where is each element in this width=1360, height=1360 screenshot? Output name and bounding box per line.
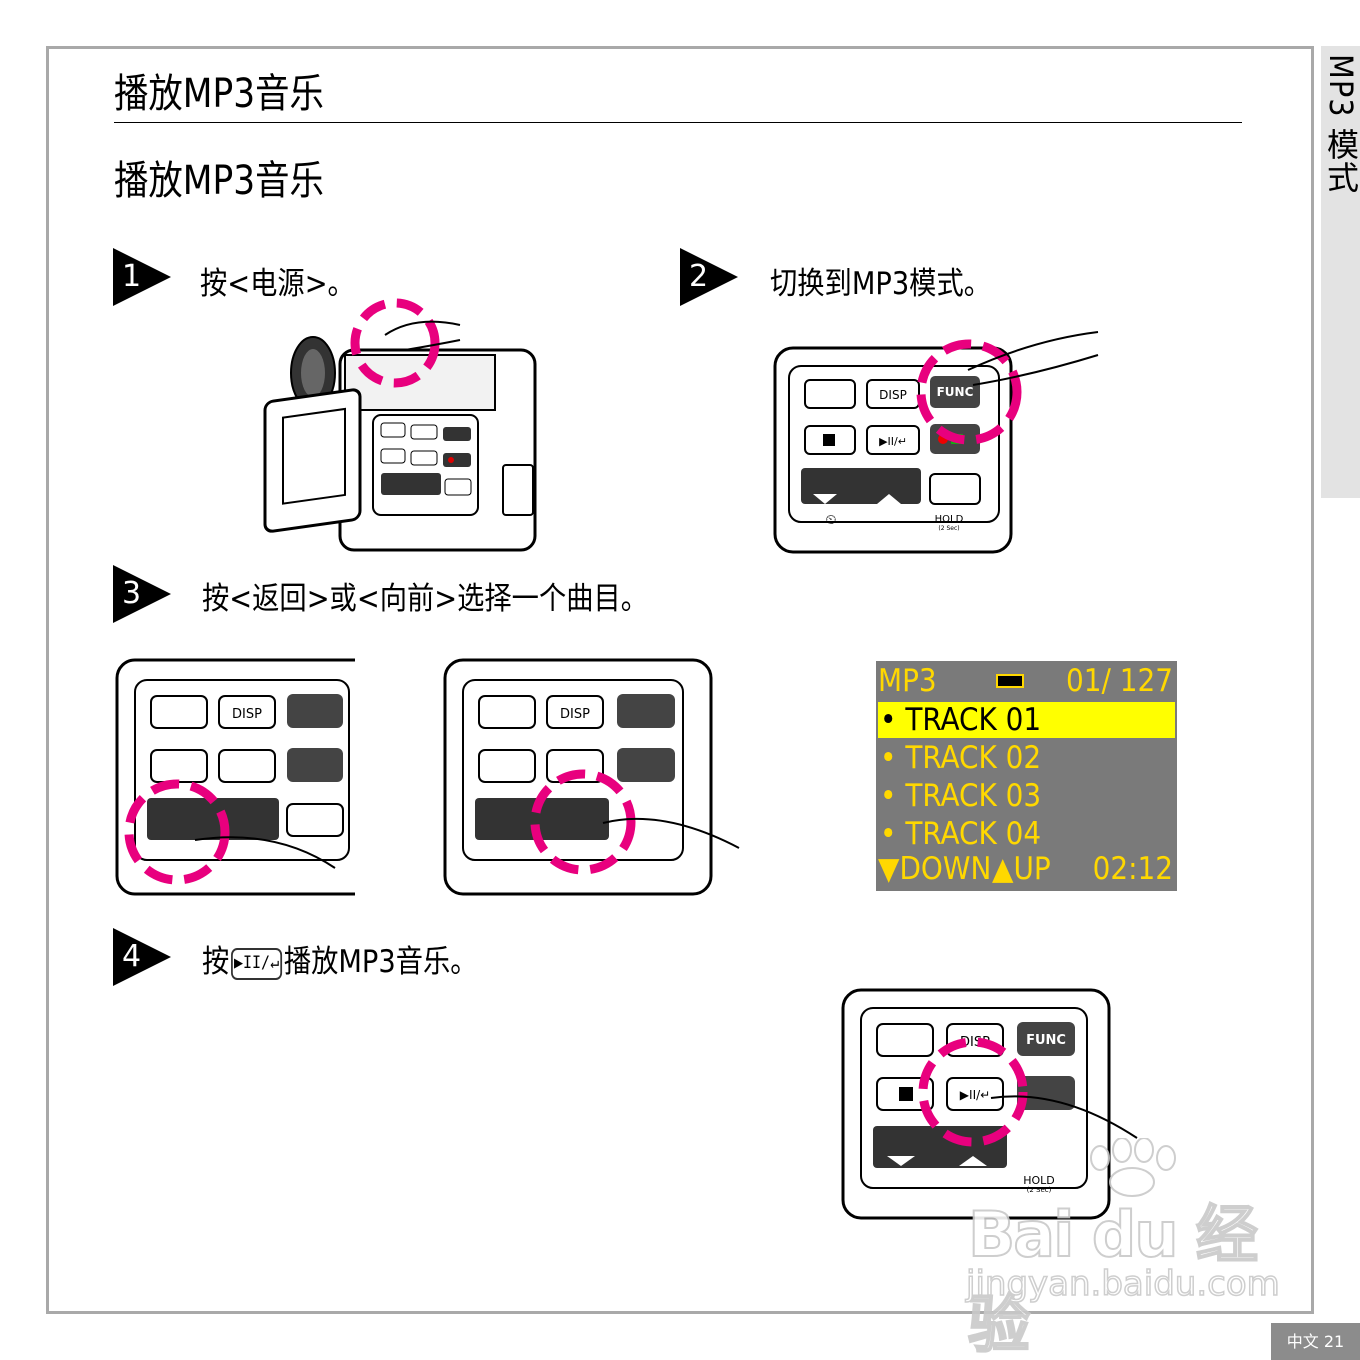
watermark-brand: Bai du 经验	[967, 1197, 1259, 1360]
step-1-number: 1	[122, 259, 141, 294]
baidu-watermark: Bai du 经验 jingyan.baidu.com	[940, 1138, 1281, 1360]
func-label: FUNC	[1026, 1033, 1066, 1048]
step-2-number: 2	[689, 259, 708, 294]
step-4-number: 4	[122, 939, 141, 974]
side-tab-label: MP3 模式	[1322, 54, 1360, 194]
lcd-up: ▲UP	[992, 851, 1051, 887]
svg-text:⏲: ⏲	[826, 512, 837, 528]
step-3-text: 按<返回>或<向前>选择一个曲目。	[202, 581, 649, 617]
lcd-down: ▼DOWN	[878, 851, 992, 887]
step-3-marker: 3	[113, 565, 171, 623]
page-title: 播放MP3音乐	[114, 71, 324, 117]
page-frame	[46, 46, 1314, 1314]
side-tab: MP3 模式	[1321, 46, 1360, 498]
step-4-marker: 4	[113, 928, 171, 986]
step-2-text: 切换到MP3模式。	[770, 266, 992, 302]
lcd-track-3: • TRACK 03	[880, 778, 1042, 814]
step-4-text: 按▶II/↵播放MP3音乐。	[202, 942, 478, 982]
lcd-header: MP3 01/ 127	[876, 663, 1177, 700]
inline-play-button-icon: ▶II/↵	[231, 947, 283, 980]
lcd-time: 02:12	[1092, 851, 1173, 887]
lcd-track-1: • TRACK 01	[880, 702, 1042, 738]
battery-icon	[996, 674, 1024, 688]
hold-sub-label: (2 Sec)	[1027, 1186, 1052, 1194]
disp-label: DISP	[560, 707, 590, 722]
lcd-track-4: • TRACK 04	[880, 816, 1042, 852]
hold-sub-label: (2 Sec)	[938, 525, 959, 532]
lcd-track-2: • TRACK 02	[880, 740, 1042, 776]
disp-label: DISP	[232, 707, 262, 722]
camcorder-illustration	[245, 295, 545, 555]
mp3-lcd-screen: MP3 01/ 127 • TRACK 01 • TRACK 02 • TRAC…	[876, 661, 1177, 891]
title-rule	[114, 122, 1242, 123]
play-label: ▶II/↵	[879, 435, 907, 448]
watermark-url: jingyan.baidu.com	[965, 1263, 1280, 1305]
play-label: ▶II/↵	[960, 1088, 990, 1102]
step-1-marker: 1	[113, 248, 171, 306]
lcd-counter: 01/ 127	[1066, 663, 1173, 699]
func-label: FUNC	[937, 385, 974, 399]
page-number-tag: 中文 21	[1271, 1323, 1360, 1360]
hold-label: HOLD	[935, 514, 964, 525]
control-panel-step2: DISP FUNC ▶II/↵ ⏲ HOLD (2 Sec)	[773, 330, 1113, 555]
step-4-text-after: 播放MP3音乐。	[283, 944, 478, 980]
paw-logo-icon	[1090, 1138, 1176, 1197]
step-4-text-before: 按	[202, 944, 230, 980]
lcd-selection-bar	[878, 702, 1175, 738]
control-panel-step4: DISP FUNC ▶II/↵ HOLD (2 Sec)	[841, 988, 1141, 1223]
step-3-number: 3	[122, 576, 141, 611]
disp-label: DISP	[879, 388, 907, 402]
hold-label: HOLD	[1023, 1174, 1055, 1187]
step-1-text: 按<电源>。	[200, 266, 355, 302]
step-2-marker: 2	[680, 248, 738, 306]
control-panel-step3-forward: DISP	[443, 658, 743, 918]
lcd-mode: MP3	[878, 663, 937, 699]
control-panel-step3-back: DISP	[115, 658, 355, 918]
lcd-footer: ▼DOWN ▲UP 02:12	[876, 851, 1177, 888]
section-title: 播放MP3音乐	[114, 158, 324, 204]
